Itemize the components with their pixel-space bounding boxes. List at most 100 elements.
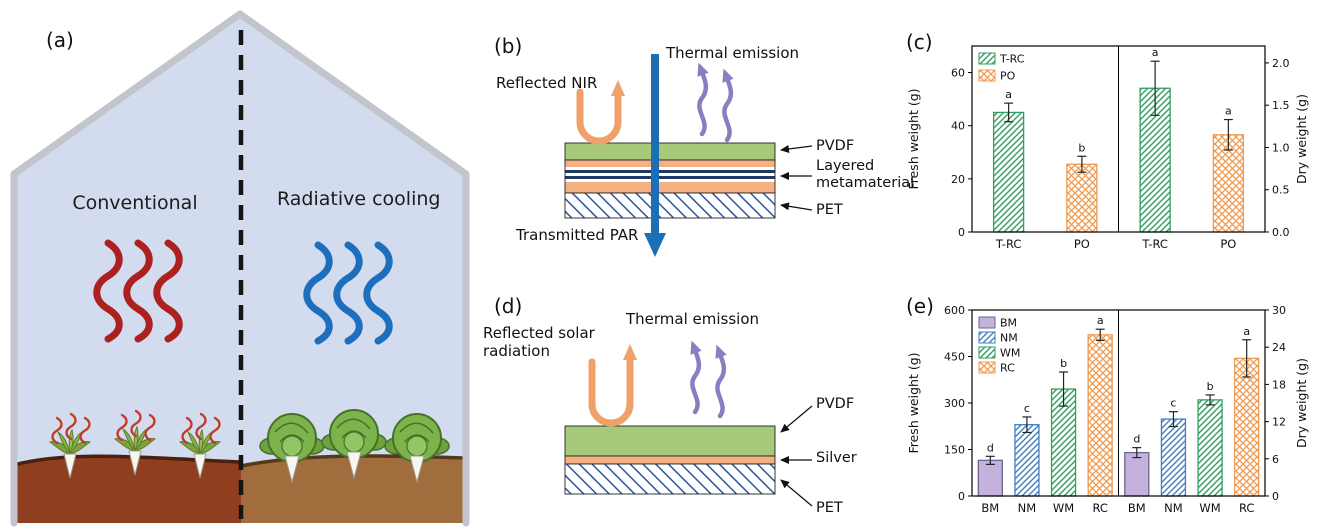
- xtick-label: NM: [1164, 501, 1183, 515]
- transmitted-par-label: Transmitted PAR: [516, 226, 639, 244]
- soil-radiative: [241, 455, 466, 523]
- error-bar: [1132, 447, 1142, 459]
- silver-label: Silver: [816, 450, 857, 466]
- xtick-label: RC: [1239, 501, 1254, 515]
- xtick-label: NM: [1018, 501, 1037, 515]
- legend-label: WM: [1000, 347, 1020, 360]
- tick-label-left: 40: [951, 120, 965, 133]
- sig-letter: c: [1024, 402, 1030, 415]
- tick-label-left: 450: [944, 351, 965, 364]
- xtick-label: PO: [1074, 237, 1090, 251]
- thermal-emission-arrow: [690, 340, 702, 415]
- xtick-label: WM: [1053, 501, 1074, 515]
- legend-label: NM: [1000, 332, 1018, 345]
- reflected-nir-arrow: [576, 80, 625, 145]
- sig-letter: d: [987, 441, 994, 454]
- xtick-label: BM: [981, 501, 999, 515]
- reflected-nir-label: Reflected NIR: [496, 74, 598, 92]
- sig-letter: a: [1243, 325, 1250, 338]
- tick-label-right: 1.5: [1272, 99, 1290, 112]
- thermal-emission-arrow: [697, 62, 709, 137]
- panel-c-label: (c): [906, 30, 933, 54]
- thermal-emission-arrow: [722, 68, 734, 143]
- zone-title-radiative: Radiative cooling: [277, 188, 441, 210]
- error-bar: [1004, 102, 1014, 123]
- tick-label-left: 0: [958, 490, 965, 503]
- tick-label-right: 0.5: [1272, 184, 1290, 197]
- tick-label-right: 6: [1272, 453, 1279, 466]
- legend-label: PO: [1000, 70, 1016, 83]
- layer-pvdf: [564, 142, 776, 161]
- zone-title-conventional: Conventional: [72, 192, 198, 214]
- sig-letter: b: [1207, 380, 1214, 393]
- sig-letter: a: [1225, 105, 1232, 118]
- film-stack-d: [564, 425, 776, 495]
- legend-label: RC: [1000, 362, 1015, 375]
- bar-RC: [1087, 334, 1113, 497]
- xtick-label: RC: [1092, 501, 1107, 515]
- ylabel-right: Dry weight (g): [1294, 94, 1309, 184]
- legend-swatch-PO: [978, 69, 996, 82]
- sig-letter: b: [1078, 141, 1085, 154]
- greenhouse-frame: [10, 10, 470, 527]
- pet-label-b: PET: [816, 202, 843, 218]
- panel-d-label: (d): [494, 294, 523, 318]
- layer-pet: [564, 192, 776, 219]
- bar-NM: [1160, 418, 1187, 497]
- error-bar: [1059, 371, 1069, 407]
- error-bar: [1168, 411, 1178, 428]
- bar-T-RC: [992, 111, 1025, 233]
- bar-BM: [1124, 451, 1150, 497]
- tick-label-right: 12: [1272, 416, 1286, 429]
- reflected-solar-label: Reflected solar radiation: [483, 324, 595, 360]
- soil-conventional: [14, 456, 241, 523]
- ylabel-right: Dry weight (g): [1294, 358, 1309, 448]
- tick-label-left: 0: [958, 226, 965, 239]
- reflected-solar-arrow: [588, 344, 637, 427]
- xtick-label: WM: [1199, 501, 1220, 515]
- tick-label-left: 20: [951, 173, 965, 186]
- soil-conventional-edge: [13, 454, 242, 467]
- bar-PO: [1212, 134, 1245, 233]
- tick-label-left: 300: [944, 397, 965, 410]
- metamaterial-label: Layered metamaterial: [816, 158, 915, 192]
- tick-label-left: 600: [944, 304, 965, 317]
- panel-b-diagram: [564, 54, 813, 257]
- film-stack-b: [564, 142, 776, 219]
- tick-label-right: 30: [1272, 304, 1286, 317]
- bar-WM: [1050, 388, 1077, 497]
- layer-pvdf: [564, 425, 776, 457]
- pointer-pvdf: [780, 145, 813, 153]
- tick-label-left: 60: [951, 67, 965, 80]
- pvdf-label-d: PVDF: [816, 396, 855, 412]
- legend-swatch-WM: [978, 346, 996, 359]
- error-bar: [1095, 328, 1105, 341]
- tick-label-right: 1.0: [1272, 141, 1290, 154]
- error-bar: [1223, 118, 1233, 151]
- ylabel-left: Fresh weight (g): [906, 352, 921, 453]
- axes-frame: [971, 45, 1266, 233]
- xtick-label: BM: [1128, 501, 1146, 515]
- panel-e-label: (e): [906, 294, 934, 318]
- error-bar: [1077, 155, 1087, 173]
- tick-label-right: 18: [1272, 378, 1286, 391]
- bar-RC: [1234, 357, 1260, 497]
- panel-a-greenhouse: [10, 10, 470, 527]
- thermal-emission-arrow: [715, 344, 727, 419]
- legend-swatch-NM: [978, 331, 996, 344]
- bar-BM: [977, 459, 1003, 497]
- xtick-label: T-RC: [995, 237, 1022, 251]
- pet-label-d: PET: [816, 500, 843, 516]
- error-bar: [1242, 339, 1252, 378]
- xtick-label: T-RC: [1141, 237, 1168, 251]
- thermal-emission-label-b: Thermal emission: [666, 44, 800, 62]
- sig-letter: a: [1005, 88, 1012, 101]
- legend-swatch-BM: [978, 316, 996, 329]
- axes-frame: [971, 309, 1266, 497]
- tick-label-right: 0: [1272, 490, 1279, 503]
- tick-label-right: 2.0: [1272, 57, 1290, 70]
- panel-d-diagram: [564, 340, 813, 507]
